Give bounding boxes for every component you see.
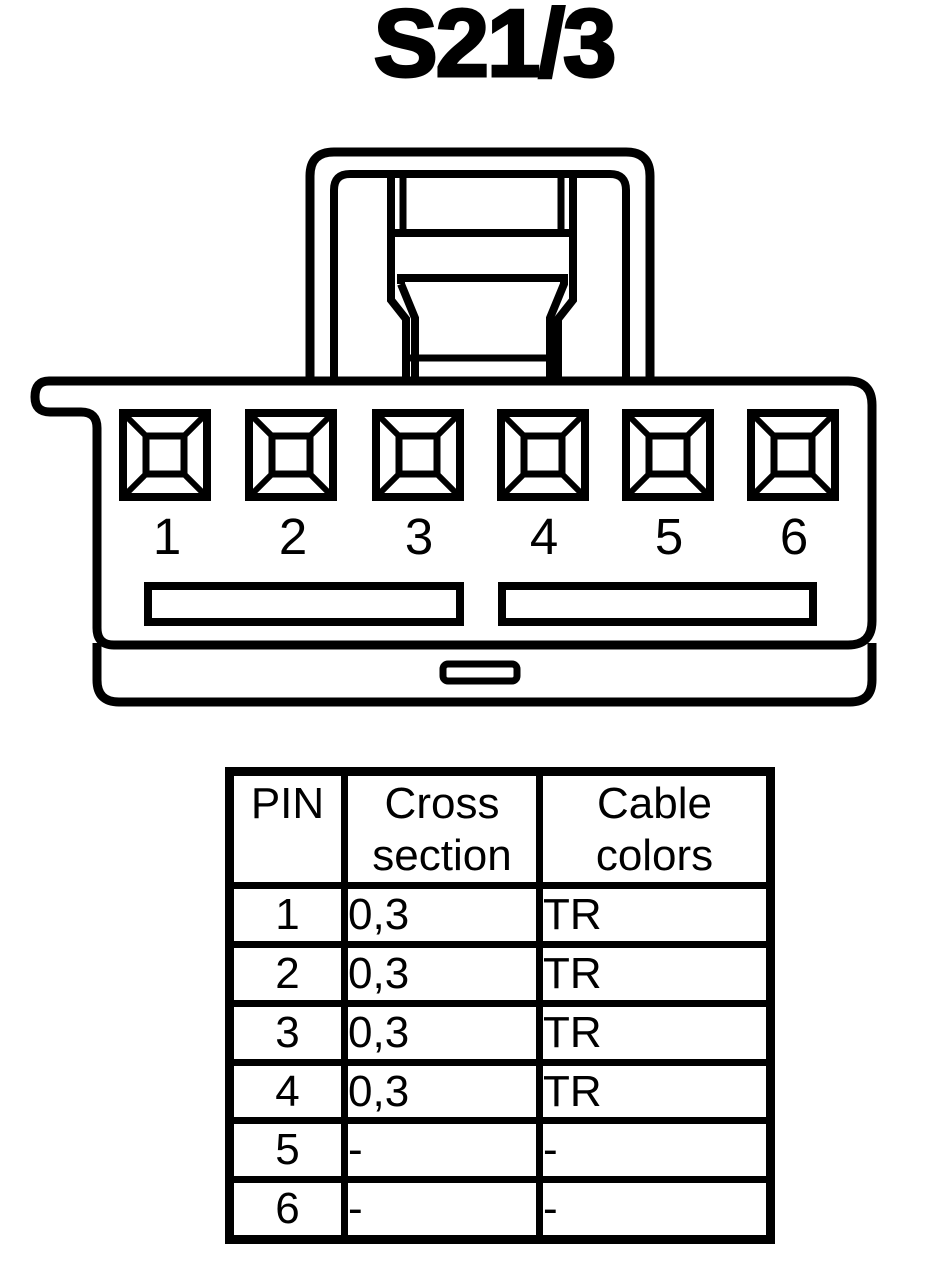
table-row: 5 - - [226, 1117, 774, 1184]
keying-notch [439, 660, 521, 685]
pin-socket-3 [376, 413, 460, 497]
cell-cable-colors: TR [536, 881, 774, 948]
cell-cross-section: 0,3 [341, 1058, 543, 1125]
cell-cable-colors: TR [536, 999, 774, 1066]
pin-label-3: 3 [405, 508, 433, 565]
cable-slot-right [498, 582, 817, 626]
table-row: 4 0,3 TR [226, 1058, 774, 1125]
pin-table: PIN Cross section Cable colors 1 0,3 TR … [225, 767, 775, 1245]
cell-pin: 5 [226, 1117, 348, 1184]
latch [305, 147, 655, 385]
cell-cross-section: - [341, 1176, 543, 1244]
cable-slot-left [144, 582, 464, 626]
col-header-cross-section: Cross section [341, 768, 543, 889]
pin-socket-6 [751, 413, 835, 497]
cell-pin: 1 [226, 881, 348, 948]
table-row: 2 0,3 TR [226, 940, 774, 1007]
table-header-row: PIN Cross section Cable colors [226, 768, 774, 889]
pin-socket-5 [626, 413, 710, 497]
cell-cable-colors: TR [536, 1058, 774, 1125]
pin-socket-1 [123, 413, 207, 497]
cell-pin: 2 [226, 940, 348, 1007]
table-row: 1 0,3 TR [226, 881, 774, 948]
cell-cross-section: 0,3 [341, 940, 543, 1007]
cell-cable-colors: - [536, 1117, 774, 1184]
table-row: 3 0,3 TR [226, 999, 774, 1066]
cell-cable-colors: - [536, 1176, 774, 1244]
connector-diagram: 1 2 3 4 5 6 [30, 147, 877, 707]
pin-socket-2 [249, 413, 333, 497]
cell-cable-colors: TR [536, 940, 774, 1007]
page-title: S21/3 [372, 0, 618, 97]
cell-cross-section: 0,3 [341, 881, 543, 948]
connector-lower-rim [92, 643, 877, 707]
table-row: 6 - - [226, 1176, 774, 1244]
cell-pin: 6 [226, 1176, 348, 1244]
latch-wedge [397, 274, 568, 385]
cell-cross-section: - [341, 1117, 543, 1184]
pin-label-5: 5 [655, 508, 683, 565]
pin-socket-4 [501, 413, 585, 497]
cell-cross-section: 0,3 [341, 999, 543, 1066]
col-header-cable-colors: Cable colors [536, 768, 774, 889]
col-header-pin: PIN [226, 768, 348, 889]
pin-label-2: 2 [279, 508, 307, 565]
connector-body [30, 376, 877, 650]
pin-label-4: 4 [530, 508, 558, 565]
pin-label-6: 6 [780, 508, 808, 565]
cell-pin: 4 [226, 1058, 348, 1125]
cell-pin: 3 [226, 999, 348, 1066]
pin-label-1: 1 [153, 508, 181, 565]
